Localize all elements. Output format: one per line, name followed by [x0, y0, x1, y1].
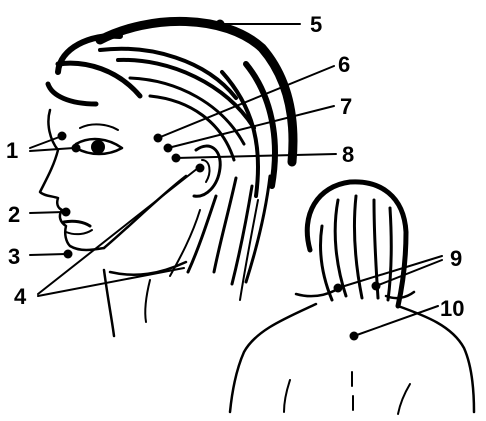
label-10: 10 [440, 296, 464, 321]
point-marker-2 [62, 208, 71, 217]
leader-4a [38, 168, 198, 294]
point-marker-9a [334, 284, 343, 293]
label-8: 8 [342, 142, 354, 167]
label-2: 2 [8, 202, 20, 227]
leader-10 [354, 306, 438, 336]
label-5: 5 [310, 12, 322, 37]
leader-1b [30, 148, 74, 151]
leader-1a [30, 136, 62, 148]
label-3: 3 [8, 244, 20, 269]
point-marker-5 [216, 20, 225, 29]
leader-2 [30, 212, 64, 213]
leader-3 [30, 254, 66, 255]
point-marker-10 [350, 332, 359, 341]
label-6: 6 [338, 52, 350, 77]
point-marker-3 [64, 250, 73, 259]
label-4: 4 [14, 284, 27, 309]
point-marker-1b [72, 144, 81, 153]
point-marker-4 [196, 164, 205, 173]
leader-6 [158, 66, 334, 138]
point-marker-7 [164, 144, 173, 153]
point-marker-1a [58, 132, 67, 141]
point-marker-6 [154, 134, 163, 143]
point-marker-8 [172, 154, 181, 163]
leader-7 [168, 106, 334, 148]
label-9: 9 [450, 246, 462, 271]
label-7: 7 [340, 94, 352, 119]
label-1: 1 [6, 138, 18, 163]
point-marker-9b [372, 282, 381, 291]
back-view-figure [230, 182, 474, 414]
